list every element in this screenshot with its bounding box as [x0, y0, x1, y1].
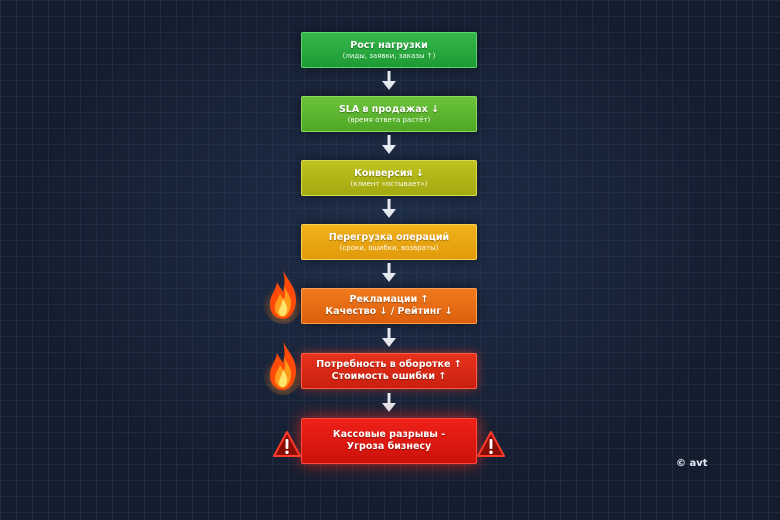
step-subtitle: (лиды, заявки, заказы ↑)	[342, 51, 436, 60]
warning-triangle-icon	[477, 431, 505, 457]
step-cash-gaps: Кассовые разрывы - Угроза бизнесу	[301, 418, 477, 464]
step-title-line2: Качество ↓ / Рейтинг ↓	[325, 306, 453, 317]
step-sla-sales: SLA в продажах ↓ (время ответа растёт)	[301, 96, 477, 132]
warning-triangle-icon	[273, 431, 301, 457]
step-title: Потребность в оборотке ↑	[316, 359, 462, 370]
fire-icon	[263, 270, 303, 324]
fire-icon	[263, 341, 303, 395]
step-title: Рост нагрузки	[350, 39, 428, 51]
step-title: Рекламации ↑	[349, 294, 429, 305]
arrow-down-icon	[382, 263, 396, 282]
arrow-down-icon	[382, 135, 396, 154]
step-subtitle: (клиент «остывает»)	[350, 179, 428, 188]
step-complaints: Рекламации ↑ Качество ↓ / Рейтинг ↓	[301, 288, 477, 324]
step-title: Перегрузка операций	[328, 231, 450, 243]
step-title: Кассовые разрывы -	[332, 429, 446, 440]
arrow-down-icon	[382, 199, 396, 218]
step-title-line2: Угроза бизнесу	[346, 441, 432, 452]
step-operations-overload: Перегрузка операций (сроки, ошибки, возв…	[301, 224, 477, 260]
step-title: SLA в продажах ↓	[338, 103, 440, 115]
arrow-down-icon	[382, 71, 396, 90]
arrow-down-icon	[382, 328, 396, 347]
step-subtitle: (время ответа растёт)	[347, 115, 431, 124]
step-conversion: Конверсия ↓ (клиент «остывает»)	[301, 160, 477, 196]
step-load-growth: Рост нагрузки (лиды, заявки, заказы ↑)	[301, 32, 477, 68]
arrow-down-icon	[382, 393, 396, 412]
copyright: © avt	[676, 458, 708, 469]
step-working-capital: Потребность в оборотке ↑ Стоимость ошибк…	[301, 353, 477, 389]
step-subtitle: (сроки, ошибки, возвраты)	[339, 243, 439, 252]
step-title: Конверсия ↓	[354, 167, 424, 179]
step-title-line2: Стоимость ошибки ↑	[331, 371, 447, 382]
